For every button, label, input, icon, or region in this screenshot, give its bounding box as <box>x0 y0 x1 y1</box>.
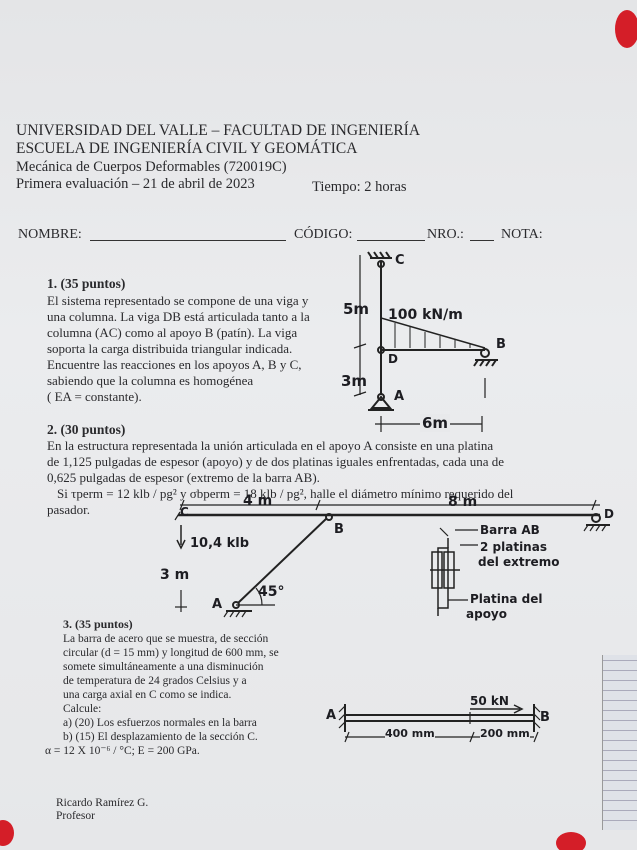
p1-label-b: B <box>496 337 506 352</box>
p2-note-platina: Platina del <box>470 592 543 606</box>
p3-label-b: B <box>540 710 550 725</box>
red-pin-dot <box>556 832 586 850</box>
p1-load-label: 100 kN/m <box>388 307 463 323</box>
p2-height-3m: 3 m <box>160 567 190 583</box>
p1-label-c: C <box>395 253 405 268</box>
p3-line: b) (15) El desplazamiento de la sección … <box>63 731 258 743</box>
nombre-label: NOMBRE: <box>18 227 82 242</box>
p2-line: En la estructura representada la unión a… <box>47 438 494 453</box>
p1-line: soporta la carga distribuida triangular … <box>47 341 293 356</box>
p3-line: Calcule: <box>63 703 102 715</box>
p1-span-6m: 6m <box>420 414 451 432</box>
p2-span-4m: 4 m <box>243 493 273 509</box>
p1-height-5m: 5m <box>343 300 370 318</box>
red-pin-dot <box>0 820 14 846</box>
p1-line: ( EA = constante). <box>47 389 142 404</box>
p3-line: una carga axial en C como se indica. <box>63 689 232 701</box>
nro-label: NRO.: <box>427 227 464 242</box>
p2-title: 2. (30 puntos) <box>47 422 126 437</box>
p3-length-400: 400 mm <box>385 727 435 740</box>
p3-line: a) (20) Los esfuerzos normales en la bar… <box>63 717 257 729</box>
p1-line: una columna. La viga DB está articulada … <box>47 309 310 324</box>
p3-line: somete simultáneamente a una disminución <box>63 661 264 673</box>
p2-load-label: 10,4 klb <box>190 536 250 551</box>
p3-load-label: 50 kN <box>470 694 509 708</box>
p2-note-extremo: del extremo <box>478 555 560 569</box>
p2-line: Si τperm = 12 klb / pg² y σbperm = 18 kl… <box>57 486 514 501</box>
p1-line: Encuentre las reacciones en los apoyos A… <box>47 357 302 372</box>
p2-note-barra: Barra AB <box>480 523 540 537</box>
codigo-line[interactable] <box>357 240 425 241</box>
nombre-line[interactable] <box>90 240 286 241</box>
p1-label-a: A <box>394 389 405 404</box>
p3-line: de temperatura de 24 grados Celsius y a <box>63 675 247 687</box>
nota-label: NOTA: <box>501 227 543 242</box>
p2-label-d: D <box>604 507 614 521</box>
p3-constants: α = 12 X 10⁻⁶ / °C; E = 200 GPa. <box>45 745 200 757</box>
course-title: Mecánica de Cuerpos Deformables (720019C… <box>16 159 287 175</box>
p1-label-d: D <box>388 352 398 366</box>
university-title: UNIVERSIDAD DEL VALLE – FACULTAD DE INGE… <box>16 122 421 139</box>
professor-name: Ricardo Ramírez G. <box>56 797 149 809</box>
red-pin-dot <box>615 10 637 48</box>
school-title: ESCUELA DE INGENIERÍA CIVIL Y GEOMÁTICA <box>16 140 358 157</box>
p1-height-3m: 3m <box>341 372 368 390</box>
p1-line: El sistema representado se compone de un… <box>47 293 309 308</box>
p1-line: columna (AC) como al apoyo B (patín). La… <box>47 325 298 340</box>
exam-date: Primera evaluación – 21 de abril de 2023 <box>16 176 255 192</box>
p2-line: pasador. <box>47 502 90 517</box>
p2-label-a: A <box>212 597 223 612</box>
p3-line: circular (d = 15 mm) y longitud de 600 m… <box>63 647 279 659</box>
p1-line: sabiendo que la columna es homogénea <box>47 373 254 388</box>
p1-title: 1. (35 puntos) <box>47 276 126 291</box>
p2-note-apoyo: apoyo <box>466 607 507 621</box>
p2-label-c: C <box>180 505 189 519</box>
codigo-label: CÓDIGO: <box>294 227 353 242</box>
nro-line[interactable] <box>470 240 494 241</box>
p3-length-200: 200 mm <box>480 727 530 740</box>
p2-note-platinas: 2 platinas <box>480 540 547 554</box>
professor-role: Profesor <box>56 810 95 822</box>
p2-angle: 45° <box>258 584 285 600</box>
p2-line: 0,625 pulgadas de espesor (extremo de la… <box>47 470 320 485</box>
grid-paper-edge <box>602 655 637 830</box>
p3-title: 3. (35 puntos) <box>63 617 133 631</box>
p2-line: de 1,125 pulgadas de espesor (apoyo) y d… <box>47 454 505 469</box>
p2-span-8m: 8 m <box>448 494 478 510</box>
p3-label-a: A <box>326 708 337 723</box>
p2-label-b: B <box>334 522 344 537</box>
exam-time: Tiempo: 2 horas <box>312 179 407 195</box>
p3-line: La barra de acero que se muestra, de sec… <box>63 633 269 645</box>
